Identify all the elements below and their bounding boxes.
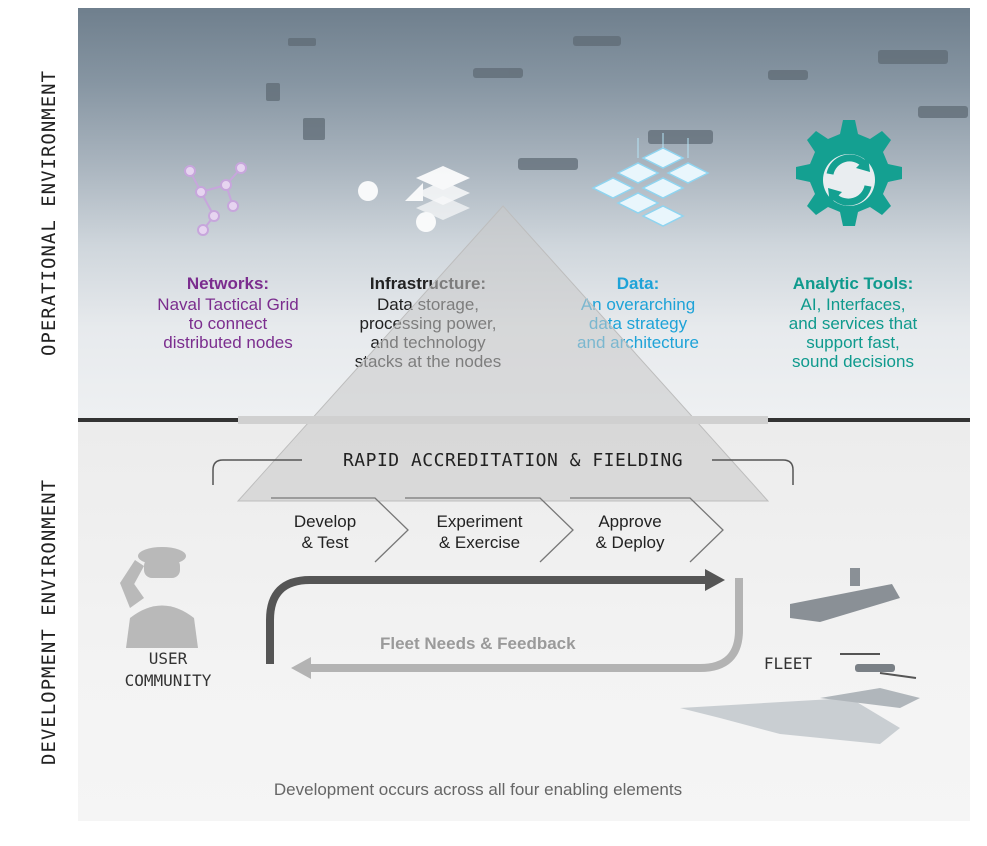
step-line: & Deploy xyxy=(595,533,665,552)
analytic-tools-line: and services that xyxy=(788,314,918,333)
feedback-arrow xyxy=(308,578,743,672)
rapid-accreditation-label: RAPID ACCREDITATION & FIELDING xyxy=(342,450,684,471)
analytic-tools-heading: Analytic Tools: xyxy=(792,274,914,293)
development-side-panel: DEVELOPMENT ENVIRONMENT xyxy=(20,422,78,821)
element-icons xyxy=(184,120,902,236)
unmanned-aircraft xyxy=(680,688,920,744)
operational-side-panel: OPERATIONAL ENVIRONMENT xyxy=(20,8,78,418)
user-community-line: USER xyxy=(148,649,188,668)
process-arrow xyxy=(266,576,708,664)
user-community-line: COMMUNITY xyxy=(124,671,212,690)
step-line: & Exercise xyxy=(438,533,521,552)
naval-fleet-background xyxy=(266,36,968,170)
step-line: Develop xyxy=(293,512,357,531)
step-experiment-exercise: Experiment & Exercise xyxy=(412,511,547,553)
step-approve-deploy: Approve & Deploy xyxy=(575,511,685,553)
rapid-accreditation-bracket xyxy=(212,459,794,679)
diagram-frame: OPERATIONAL ENVIRONMENT DEVELOPMENT ENVI… xyxy=(20,8,970,821)
fleet-vehicles-icon xyxy=(680,568,920,744)
step-line: Experiment xyxy=(436,512,523,531)
analytic-tools-line: support fast, xyxy=(806,333,900,352)
saluting-sailor-icon xyxy=(120,547,198,648)
footer-note: Development occurs across all four enabl… xyxy=(273,780,683,799)
step-line: Approve xyxy=(598,512,662,531)
tiltrotor-aircraft xyxy=(840,653,917,679)
step-develop-test: Develop & Test xyxy=(270,511,380,553)
fleet-label: FLEET xyxy=(763,654,813,673)
feedback-label: Fleet Needs & Feedback xyxy=(380,634,576,653)
gear-cycle-icon xyxy=(796,120,902,226)
network-nodes-icon xyxy=(184,162,247,236)
analytic-tools-line: AI, Interfaces, xyxy=(800,295,906,314)
step-line: & Test xyxy=(301,533,349,552)
user-community-label: USER COMMUNITY xyxy=(108,648,228,692)
analytic-tools-column: Analytic Tools: AI, Interfaces, and serv… xyxy=(758,274,948,371)
analytic-tools-line: sound decisions xyxy=(792,352,914,371)
